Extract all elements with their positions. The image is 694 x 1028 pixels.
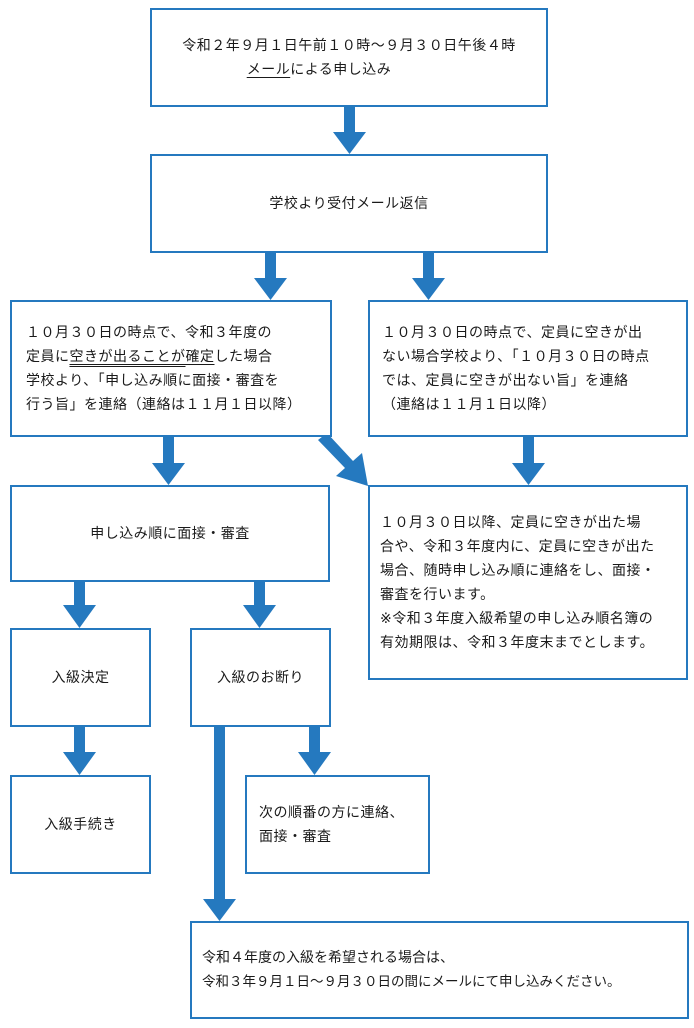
arrow-box8-to-box11 [203, 727, 236, 921]
box5-text: 申し込み順に面接・審査 [90, 525, 250, 542]
box6-line4: 審査を行います。 [380, 586, 495, 603]
box3-line2-c: 確定 [185, 348, 215, 365]
box1-line2: メールによる申し込み [247, 58, 392, 82]
box4-line1: １０月３０日の時点で、定員に空きが出 [382, 324, 643, 341]
box3-line1: １０月３０日の時点で、令和３年度の [26, 324, 272, 341]
box-admission-declined: 入級のお断り [190, 628, 331, 727]
box1-line2-rest: による申し込み [290, 61, 392, 78]
arrow-box5-to-box7 [63, 581, 96, 628]
box6-line5: ※令和３年度入級希望の申し込み順名簿の [380, 610, 654, 627]
box-interview-in-order: 申し込み順に面接・審査 [10, 485, 330, 582]
box10-line2: 面接・審査 [259, 828, 332, 845]
box3-line2: 定員に空きが出ることが確定した場合 [26, 345, 320, 369]
arrow-box5-to-box8 [243, 581, 276, 628]
box-admission-decided: 入級決定 [10, 628, 151, 727]
box4-line4: （連絡は１１月１日以降） [382, 396, 556, 413]
arrow-box7-to-box9 [63, 727, 96, 775]
box-email-application: 令和２年９月１日午前１０時～９月３０日午後４時 メールによる申し込み [150, 8, 548, 107]
arrow-box4-to-box6 [512, 437, 545, 485]
box11-line1: 令和４年度の入級を希望される場合は、 [202, 950, 454, 966]
box6-line3: 場合、随時申し込み順に連絡をし、面接・ [380, 562, 656, 579]
box11-line2: 令和３年９月１日～９月３０日の間にメールにて申し込みください。 [202, 974, 621, 990]
arrow-box2-to-box4 [412, 252, 445, 300]
box1-line1: 令和２年９月１日午前１０時～９月３０日午後４時 [182, 37, 516, 54]
box9-text: 入級手続き [44, 816, 117, 833]
box3-line4: 行う旨」を連絡（連絡は１１月１日以降） [26, 396, 302, 413]
box3-line3: 学校より、「申し込み順に面接・審査を [26, 372, 280, 389]
box6-line2: 合や、令和３年度内に、定員に空きが出た [380, 538, 655, 555]
box-school-reply: 学校より受付メール返信 [150, 154, 548, 253]
arrow-box1-to-box2 [333, 106, 366, 154]
box-vacancy-later: １０月３０日以降、定員に空きが出た場 合や、令和３年度内に、定員に空きが出た 場… [368, 485, 688, 680]
box3-line2-b: 空きが出ることが [69, 348, 186, 365]
box-admission-procedure: 入級手続き [10, 775, 151, 874]
box8-text: 入級のお断り [217, 669, 304, 686]
arrow-box2-to-box3 [254, 252, 287, 300]
box-next-year-application: 令和４年度の入級を希望される場合は、 令和３年９月１日～９月３０日の間にメールに… [190, 921, 689, 1019]
box7-text: 入級決定 [51, 669, 110, 686]
box-vacancy-confirmed: １０月３０日の時点で、令和３年度の 定員に空きが出ることが確定した場合 学校より… [10, 300, 332, 437]
box10-line1: 次の順番の方に連絡、 [259, 804, 404, 821]
box4-line3: では、定員に空きが出ない旨」を連絡 [382, 372, 629, 389]
box1-email-underlined: メール [246, 61, 291, 78]
arrow-box3-to-box6-diagonal [318, 433, 368, 486]
box-contact-next: 次の順番の方に連絡、 面接・審査 [245, 775, 430, 874]
box3-line2-a: 定員に [26, 348, 70, 365]
arrow-box3-to-box5 [152, 437, 185, 485]
arrow-box8-to-box10 [298, 727, 331, 775]
box3-line2-d: した場合 [214, 348, 273, 365]
box4-line2: ない場合学校より、「１０月３０日の時点 [382, 348, 650, 365]
box2-text: 学校より受付メール返信 [269, 195, 429, 212]
box-no-vacancy: １０月３０日の時点で、定員に空きが出 ない場合学校より、「１０月３０日の時点 で… [368, 300, 688, 437]
box6-line1: １０月３０日以降、定員に空きが出た場 [380, 514, 641, 531]
box6-line6: 有効期限は、令和３年度末までとします。 [380, 634, 655, 651]
